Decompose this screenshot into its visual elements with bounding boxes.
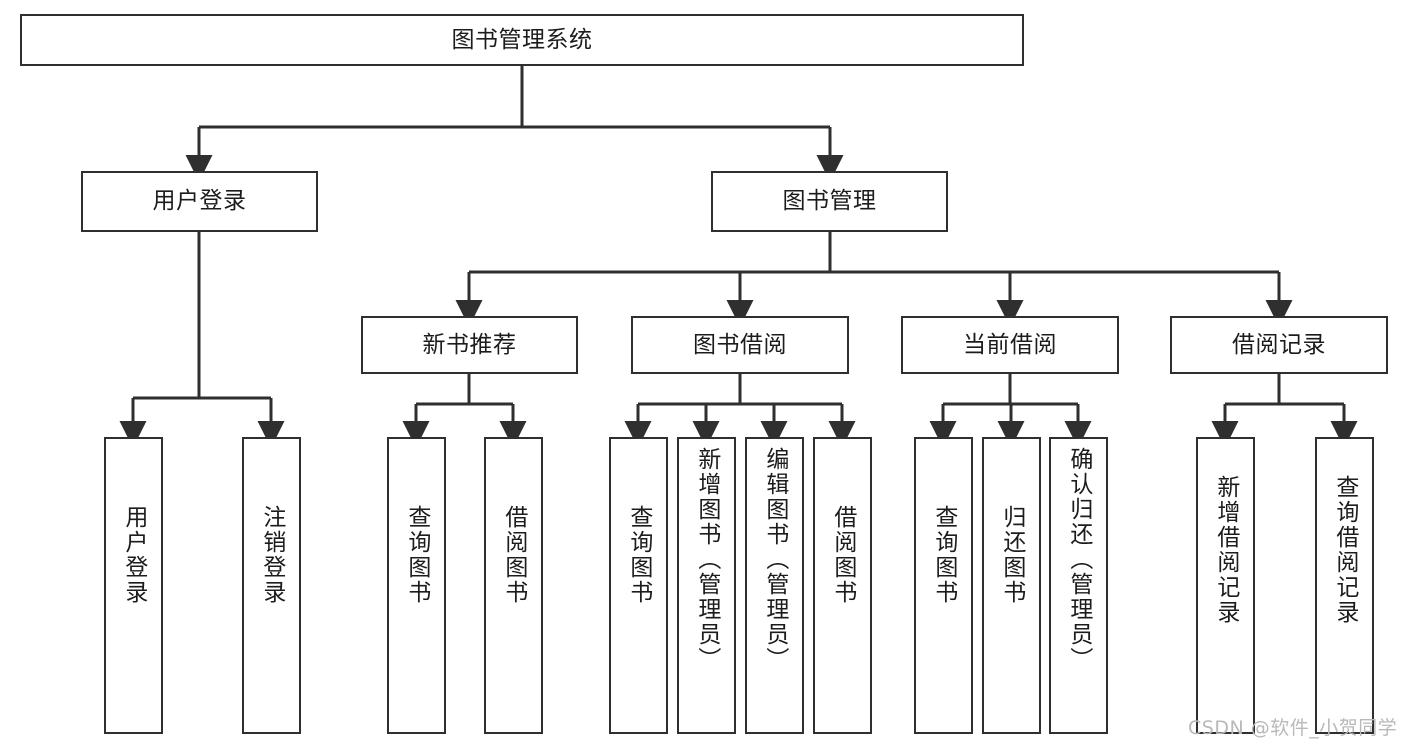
leaf-add-book[interactable]: 新增图书（管理员） — [677, 437, 736, 734]
node-current-borrow[interactable]: 当前借阅 — [901, 316, 1119, 374]
leaf-borrow-book-2[interactable]: 借阅图书 — [813, 437, 872, 734]
node-book-borrow[interactable]: 图书借阅 — [631, 316, 849, 374]
leaf-query-book-3-label: 查询图书 — [930, 505, 957, 605]
node-user-login[interactable]: 用户登录 — [81, 171, 318, 232]
leaf-user-logout-label: 注销登录 — [258, 505, 285, 605]
csdn-watermark: CSDN @软件_小贺同学 — [1188, 717, 1398, 739]
leaf-edit-book[interactable]: 编辑图书（管理员） — [745, 437, 804, 734]
node-book-manage[interactable]: 图书管理 — [711, 171, 948, 232]
leaf-add-record-label: 新增借阅记录 — [1212, 475, 1239, 625]
node-root-label: 图书管理系统 — [451, 26, 593, 53]
leaf-query-book-1-label: 查询图书 — [403, 505, 430, 605]
leaf-add-book-label: 新增图书（管理员） — [693, 447, 720, 672]
node-book-borrow-label: 图书借阅 — [693, 331, 787, 358]
leaf-query-book-1[interactable]: 查询图书 — [387, 437, 446, 734]
leaf-user-login-label: 用户登录 — [120, 505, 147, 605]
node-borrow-record[interactable]: 借阅记录 — [1170, 316, 1388, 374]
node-borrow-record-label: 借阅记录 — [1232, 331, 1326, 358]
leaf-borrow-book-1-label: 借阅图书 — [500, 505, 527, 605]
node-book-manage-label: 图书管理 — [782, 188, 877, 215]
node-user-login-label: 用户登录 — [152, 188, 247, 215]
leaf-return-book-label: 归还图书 — [998, 505, 1025, 605]
node-new-book-recommend[interactable]: 新书推荐 — [361, 316, 578, 374]
leaf-query-book-3[interactable]: 查询图书 — [914, 437, 973, 734]
leaf-edit-book-label: 编辑图书（管理员） — [761, 447, 788, 672]
leaf-query-book-2-label: 查询图书 — [625, 505, 652, 605]
leaf-confirm-return-label: 确认归还（管理员） — [1065, 447, 1092, 672]
leaf-add-record[interactable]: 新增借阅记录 — [1196, 437, 1255, 734]
leaf-query-record[interactable]: 查询借阅记录 — [1315, 437, 1374, 734]
leaf-query-book-2[interactable]: 查询图书 — [609, 437, 668, 734]
node-current-borrow-label: 当前借阅 — [963, 331, 1057, 358]
node-new-book-recommend-label: 新书推荐 — [422, 331, 517, 358]
leaf-confirm-return[interactable]: 确认归还（管理员） — [1049, 437, 1108, 734]
leaf-user-login[interactable]: 用户登录 — [104, 437, 163, 734]
node-root[interactable]: 图书管理系统 — [20, 14, 1024, 66]
leaf-user-logout[interactable]: 注销登录 — [242, 437, 301, 734]
leaf-return-book[interactable]: 归还图书 — [982, 437, 1041, 734]
leaf-borrow-book-1[interactable]: 借阅图书 — [484, 437, 543, 734]
leaf-query-record-label: 查询借阅记录 — [1331, 475, 1358, 625]
leaf-borrow-book-2-label: 借阅图书 — [829, 505, 856, 605]
